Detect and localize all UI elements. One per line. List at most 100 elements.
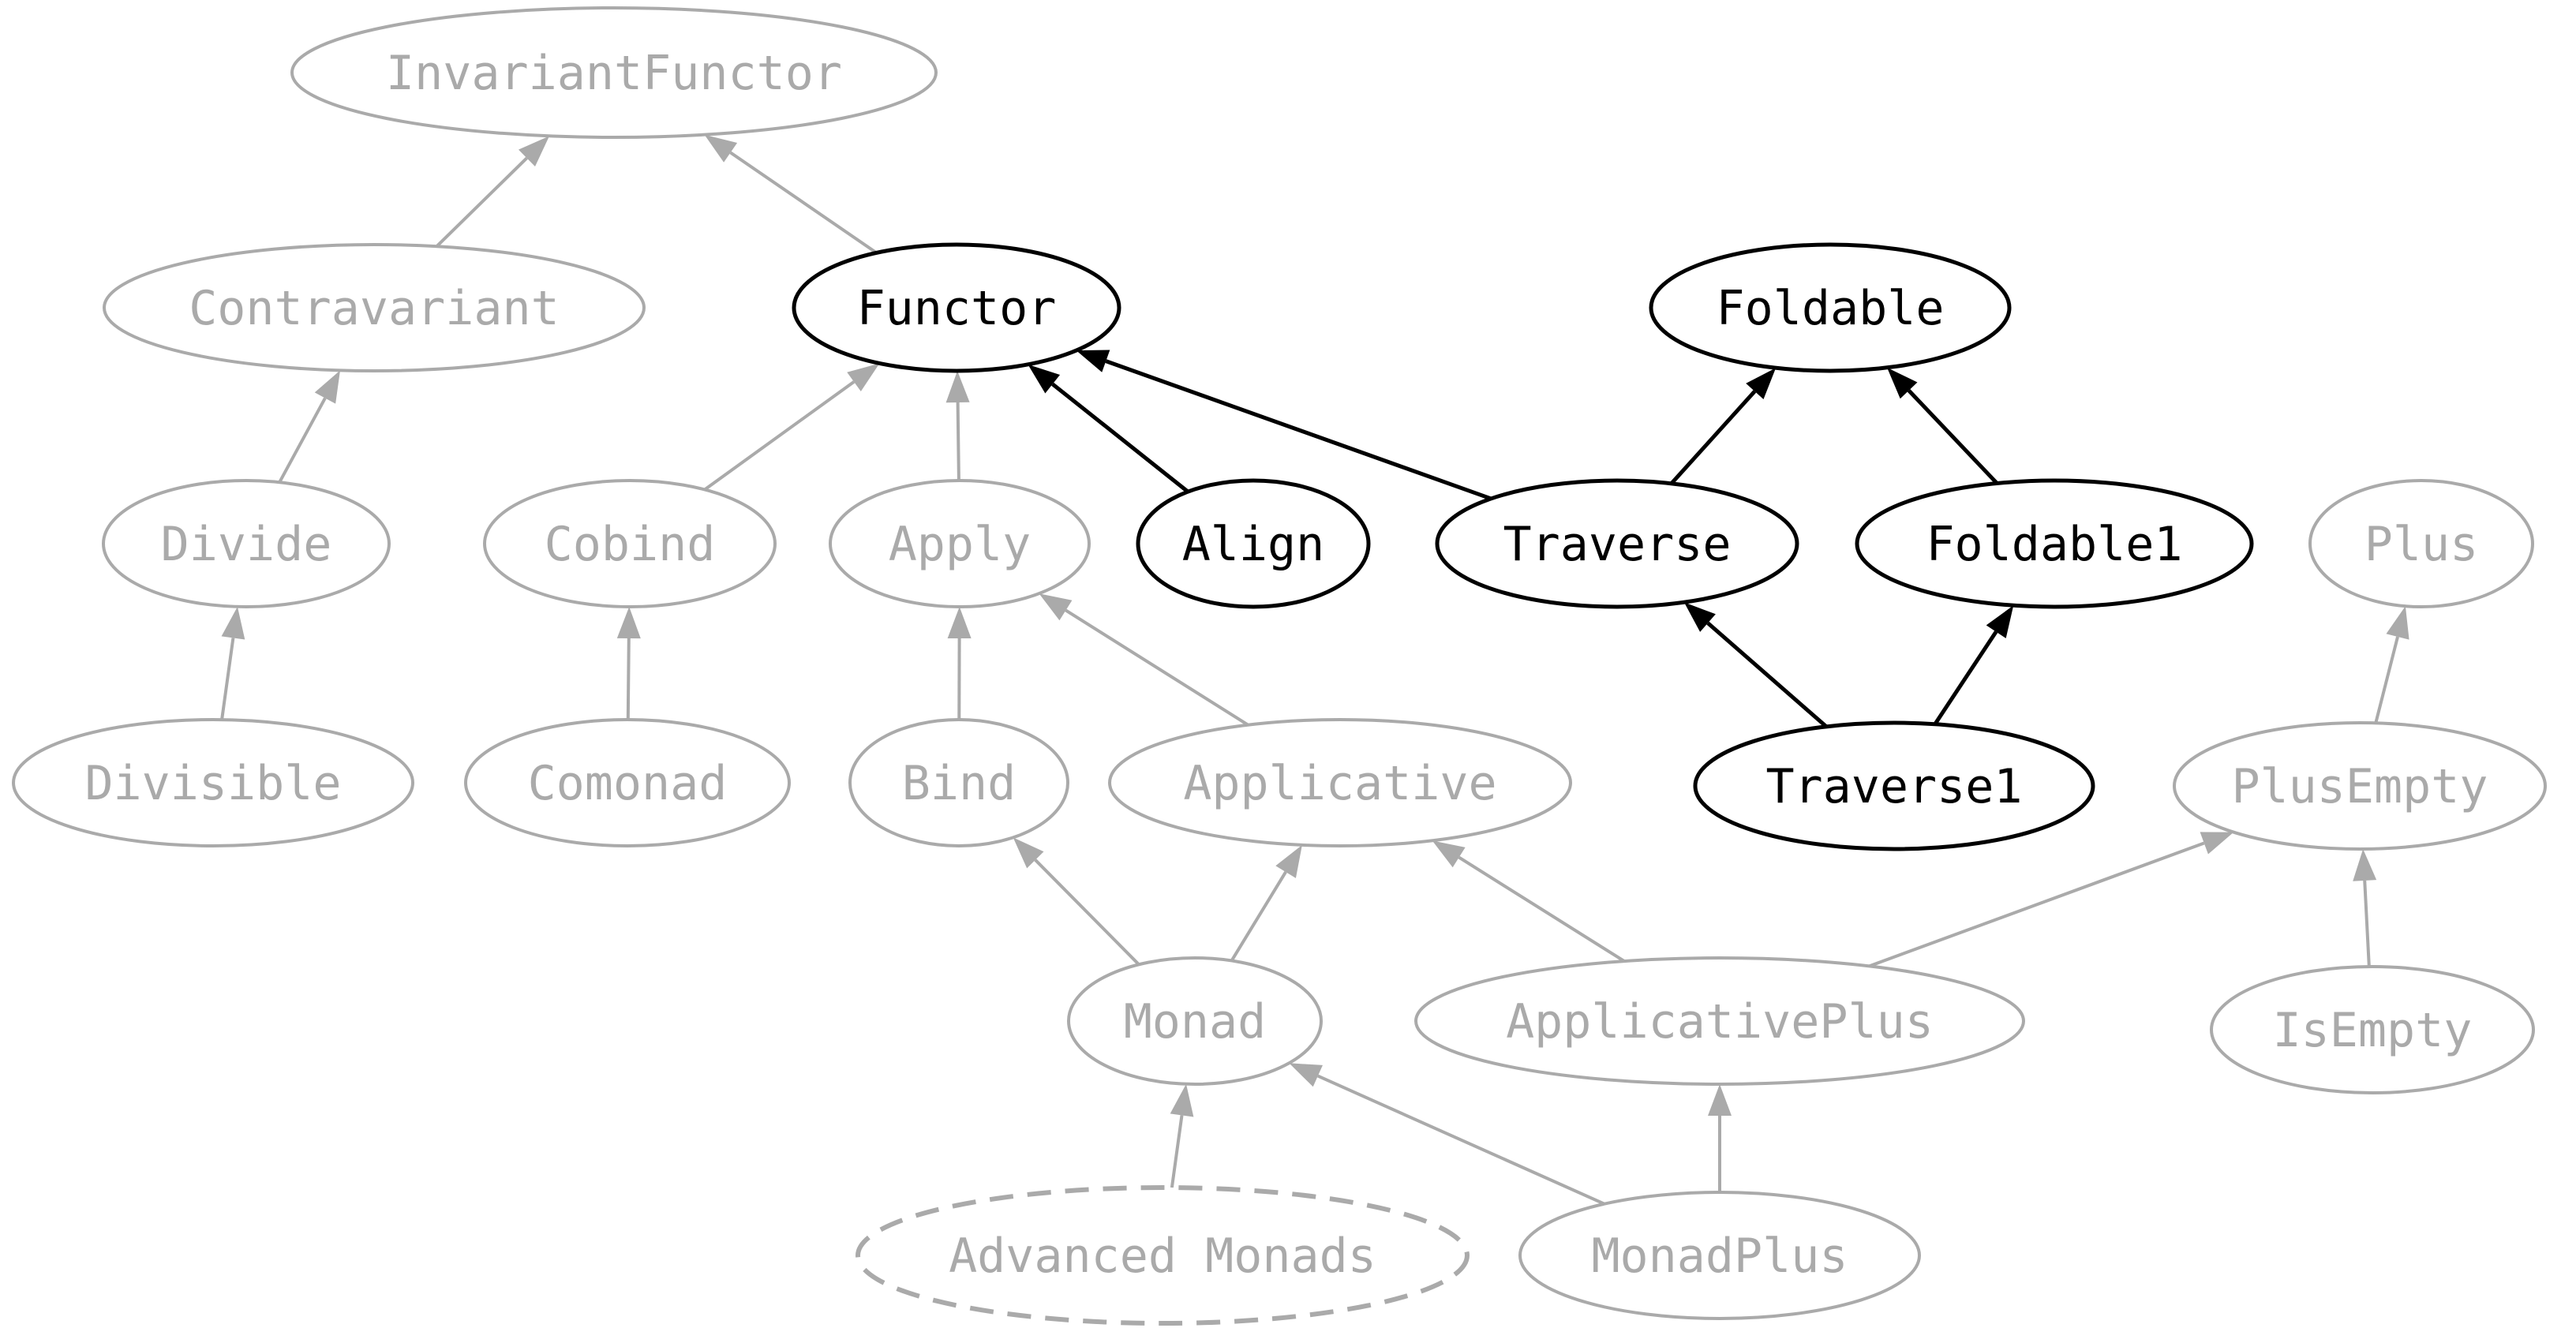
node-ellipse (103, 243, 646, 372)
edge-applicativeplus-plusempty (1868, 832, 2234, 968)
node-label: Functor (857, 281, 1057, 336)
node-ellipse (1136, 478, 1371, 609)
node-label: Traverse1 (1765, 759, 2022, 814)
node-plusempty: PlusEmpty (2173, 721, 2547, 851)
node-label: IsEmpty (2273, 1003, 2473, 1058)
edge-arrowhead-icon (616, 606, 641, 639)
edge-arrowhead-icon (704, 134, 738, 163)
edge-line (1170, 1115, 1184, 1188)
node-label: Divide (161, 517, 332, 572)
node-comonad: Comonad (464, 718, 791, 847)
edge-line (1706, 621, 1828, 728)
node-label: Monad (1124, 994, 1267, 1049)
edge-line (1317, 1074, 1605, 1206)
node-ellipse (829, 479, 1091, 608)
node-apply: Apply (829, 479, 1091, 608)
edge-line (703, 380, 856, 492)
node-traverse1: Traverse1 (1693, 720, 2095, 851)
node-ellipse (1414, 956, 2025, 1086)
node-cobind: Cobind (483, 479, 777, 608)
edge-divisible-divide (220, 606, 245, 720)
edge-arrowhead-icon (518, 136, 550, 167)
edge-cobind-functor (703, 363, 880, 492)
node-label: Applicative (1183, 756, 1496, 811)
node-ellipse (792, 242, 1121, 373)
node-label: InvariantFunctor (386, 46, 842, 101)
node-applicativeplus: ApplicativePlus (1414, 956, 2025, 1086)
node-ellipse (856, 1185, 1470, 1326)
node-ellipse (848, 718, 1069, 847)
node-label: PlusEmpty (2231, 759, 2488, 814)
edge-line (956, 402, 960, 481)
edge-applicativeplus-applicative (1432, 840, 1626, 963)
edge-arrowhead-icon (947, 606, 972, 639)
edge-arrowhead-icon (1887, 367, 1918, 399)
edge-line (1034, 859, 1140, 966)
node-bind: Bind (848, 718, 1069, 847)
edge-arrowhead-icon (1170, 1083, 1194, 1117)
edge-plusempty-plus (2374, 606, 2409, 724)
edge-functor-invariantfunctor (704, 134, 878, 255)
edge-line (729, 151, 878, 255)
node-label: Comonad (528, 756, 728, 811)
node-label: Divisible (84, 756, 341, 811)
node-ellipse (2210, 965, 2535, 1094)
edge-line (1051, 382, 1189, 494)
node-label: Traverse (1503, 517, 1732, 572)
node-label: ApplicativePlus (1506, 994, 1934, 1049)
node-functor: Functor (792, 242, 1121, 373)
edge-contravariant-invariantfunctor (435, 136, 550, 248)
edge-advancedmonads-monad (1170, 1083, 1194, 1188)
node-ellipse (2173, 721, 2547, 851)
edge-arrowhead-icon (1432, 840, 1466, 868)
edge-traverse-functor (1076, 350, 1492, 501)
node-isempty: IsEmpty (2210, 965, 2535, 1094)
node-ellipse (1108, 718, 1572, 847)
edge-line (2363, 880, 2371, 967)
node-ellipse (12, 718, 414, 847)
edge-line (1105, 359, 1492, 501)
edge-line (435, 156, 528, 248)
edge-traverse1-traverse (1683, 602, 1828, 728)
edge-arrowhead-icon (1708, 1084, 1732, 1116)
node-plus: Plus (2308, 479, 2534, 608)
node-contravariant: Contravariant (103, 243, 646, 372)
node-monad: Monad (1067, 956, 1323, 1086)
edge-arrowhead-icon (2200, 832, 2234, 855)
edge-applicative-apply (1039, 593, 1249, 727)
node-ellipse (1649, 242, 2012, 373)
edge-monad-bind (1013, 837, 1140, 966)
node-ellipse (1518, 1191, 1921, 1320)
edge-line (1458, 855, 1626, 963)
edge-arrowhead-icon (314, 370, 340, 404)
edge-arrowhead-icon (2386, 606, 2409, 640)
edge-line (1065, 608, 1249, 727)
node-label: Apply (889, 517, 1032, 572)
edge-bind-apply (947, 606, 972, 720)
node-invariantfunctor: InvariantFunctor (290, 6, 938, 139)
node-label: Contravariant (189, 281, 560, 336)
node-label: Advanced Monads (949, 1229, 1376, 1284)
edge-line (1230, 871, 1287, 962)
edge-arrowhead-icon (847, 363, 880, 392)
node-label: Plus (2364, 517, 2479, 572)
edge-traverse-foldable (1670, 368, 1777, 485)
edge-line (2374, 636, 2399, 724)
node-ellipse (1435, 478, 1799, 609)
node-label: Bind (902, 756, 1017, 811)
edge-arrowhead-icon (1039, 593, 1073, 621)
edge-line (1670, 390, 1757, 485)
edge-monadplus-monad (1289, 1063, 1605, 1206)
node-label: Align (1182, 517, 1325, 572)
edge-line (1868, 841, 2205, 968)
node-ellipse (483, 479, 777, 608)
node-applicative: Applicative (1108, 718, 1572, 847)
edge-line (220, 638, 235, 720)
node-ellipse (290, 6, 938, 139)
node-divide: Divide (102, 479, 391, 608)
edge-arrowhead-icon (1028, 364, 1061, 394)
node-ellipse (1855, 478, 2254, 609)
node-label: Foldable1 (1926, 517, 2182, 572)
